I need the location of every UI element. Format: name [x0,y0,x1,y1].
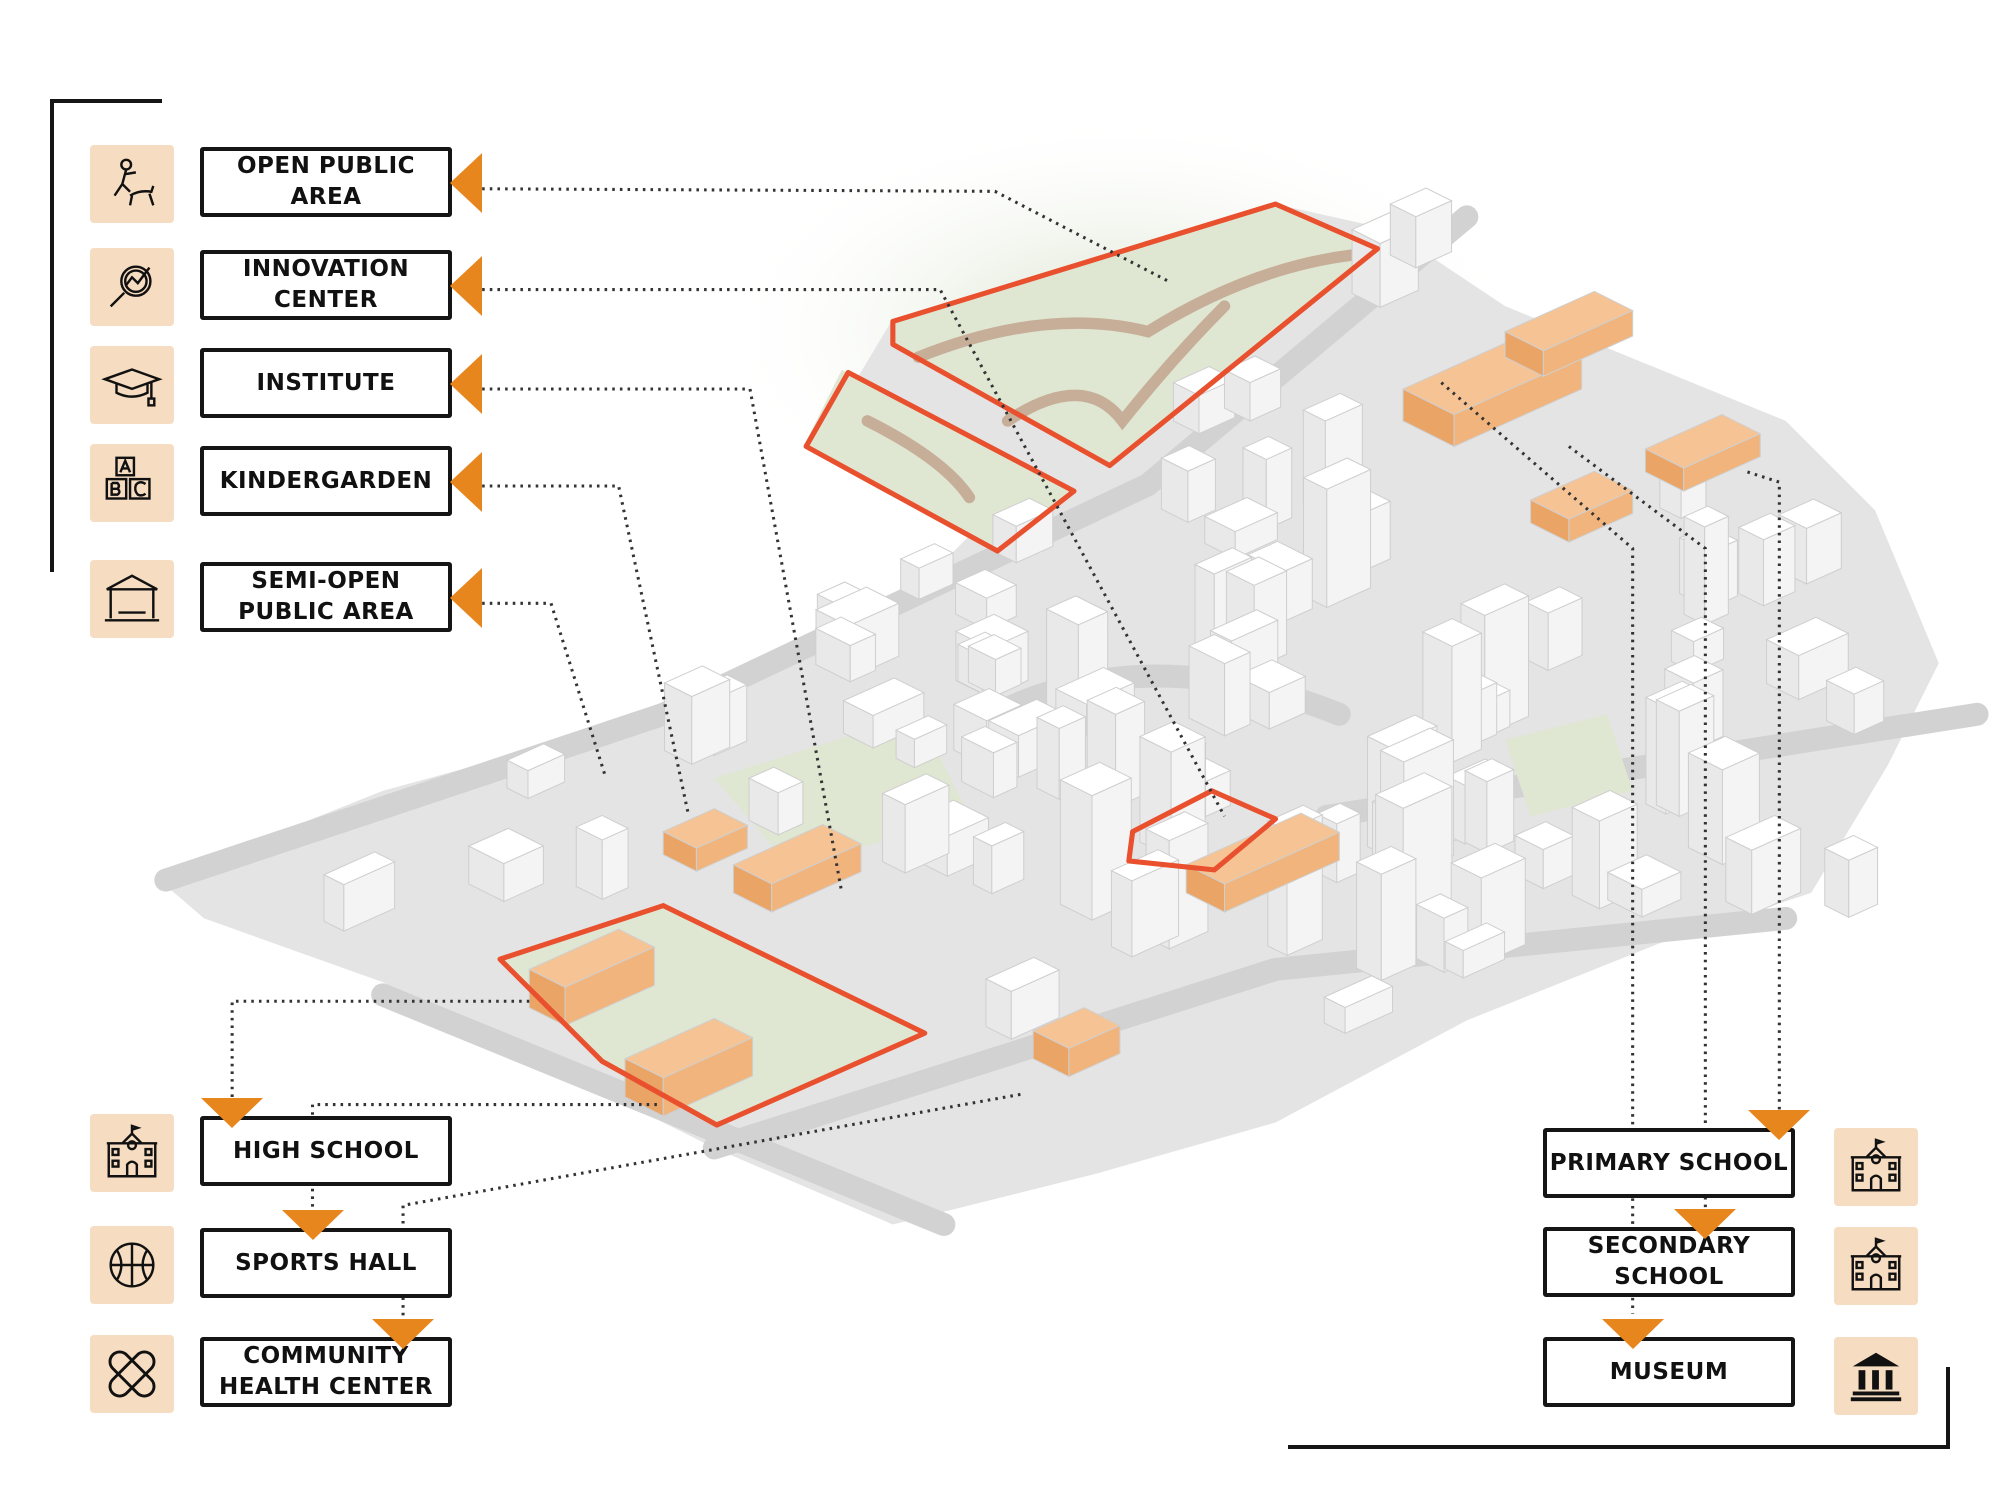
open-public-area-outline-2 [803,369,1077,554]
pointer-arrow-icon [450,354,482,414]
green-patches [497,204,1633,1123]
building [1463,758,1515,854]
school-building-icon [90,1114,174,1192]
building [1444,922,1506,979]
building [1765,616,1850,701]
building [1389,187,1453,269]
building [899,543,955,601]
park-paths [861,249,1358,504]
leader-line [401,1092,1021,1321]
pointer-arrow-icon [450,256,482,316]
building [575,814,630,901]
leader-line [482,187,1168,282]
basketball-icon [90,1226,174,1304]
magnifier-chart-icon [90,248,174,326]
building [1825,666,1885,736]
person-walking-dog-icon [90,145,174,223]
highlighted-building [1031,1007,1122,1078]
leader-line [1746,470,1781,1110]
building [663,665,731,766]
building [1823,834,1879,919]
building [1110,849,1180,958]
school-building-icon [1834,1227,1918,1305]
school-building-icon [1834,1128,1918,1206]
abc-blocks-icon [90,444,174,522]
building [1682,505,1730,626]
building [967,634,1023,697]
buildings [322,187,1885,1117]
label-museum: MUSEUM [1543,1337,1795,1407]
leader-line [482,484,691,817]
building [984,956,1061,1041]
building [1045,595,1109,722]
highlighted-building [1529,470,1634,543]
highlighted-areas [497,201,1381,1128]
building [1355,845,1418,982]
building [1160,445,1217,524]
pointer-arrow-icon [1748,1110,1810,1140]
building [894,715,948,769]
building [814,616,877,683]
building [960,725,1019,799]
highlighted-building [1503,290,1634,378]
label-kindergarden: KINDERGARDEN [200,446,452,516]
highlighted-building [732,824,863,913]
highlighted-building [1644,413,1762,492]
label-open-public-area: OPEN PUBLIC AREA [200,147,452,217]
highlighted-building [1185,812,1341,913]
legend-bracket-left-horizontal [50,99,162,103]
building [747,766,805,836]
leader-line [482,387,844,894]
pointer-arrow-icon [1602,1319,1664,1349]
building [322,851,396,932]
open-public-area-outline [890,201,1381,469]
high-school-outline [497,903,928,1128]
building [1524,586,1584,672]
pointer-arrow-icon [450,452,482,512]
building [1737,512,1797,607]
bandage-icon [90,1335,174,1413]
building [1606,854,1683,918]
highlighted-building [662,808,749,872]
legend-bracket-right-vertical [1946,1367,1950,1449]
building [1724,814,1802,916]
building [1223,355,1282,422]
label-institute: INSTITUTE [200,348,452,418]
gazebo-icon [90,560,174,638]
leader-line [1440,381,1635,1314]
pointer-arrow-icon [372,1319,434,1349]
building [1203,496,1279,560]
pointer-arrow-icon [450,568,482,628]
pointer-arrow-icon [450,153,482,213]
legend-bracket-left-vertical [50,100,54,572]
pointer-arrow-icon [1674,1209,1736,1239]
building [842,677,926,749]
building [467,827,545,903]
graduation-cap-icon [90,346,174,424]
pointer-arrow-icon [201,1098,263,1128]
museum-icon [1834,1337,1918,1415]
highlighted-building [528,928,656,1027]
building [1187,633,1252,737]
highlighted-building [623,1017,754,1117]
label-semi-open-public-area: SEMI-OPEN PUBLIC AREA [200,562,452,632]
building [1323,975,1394,1035]
label-innovation-center: INNOVATION CENTER [200,250,452,320]
innovation-center-outline [1126,788,1279,873]
pointer-arrow-icon [282,1210,344,1240]
leader-line [1567,445,1707,1212]
building [881,773,951,874]
building [1302,457,1372,609]
label-secondary-school: SECONDARY SCHOOL [1543,1227,1795,1297]
legend-bracket-right-horizontal [1288,1445,1950,1449]
building [505,743,566,800]
building [972,821,1025,895]
